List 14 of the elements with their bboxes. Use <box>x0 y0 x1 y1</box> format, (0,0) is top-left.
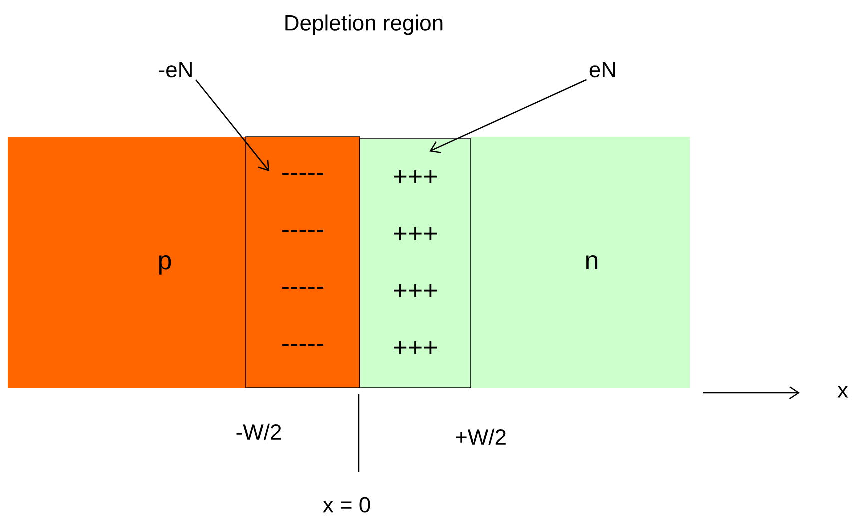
arrow <box>195 79 270 172</box>
node-label: n <box>586 256 598 270</box>
node-label: p <box>159 256 172 275</box>
charge-box: ----- ----- ----- ----- <box>246 136 360 388</box>
position-label: +W/2 <box>456 428 506 446</box>
axis-label: x <box>838 386 848 398</box>
position-label: -W/2 <box>236 424 282 440</box>
charge-box: +++ +++ +++ +++ <box>360 138 472 388</box>
n-region: n <box>471 137 690 388</box>
position-label: x = 0 <box>323 497 370 513</box>
charge-label: eN <box>590 62 616 78</box>
charge-label: -eN <box>159 62 192 78</box>
region-label: Depletion region <box>286 14 443 36</box>
arrow <box>430 79 588 154</box>
